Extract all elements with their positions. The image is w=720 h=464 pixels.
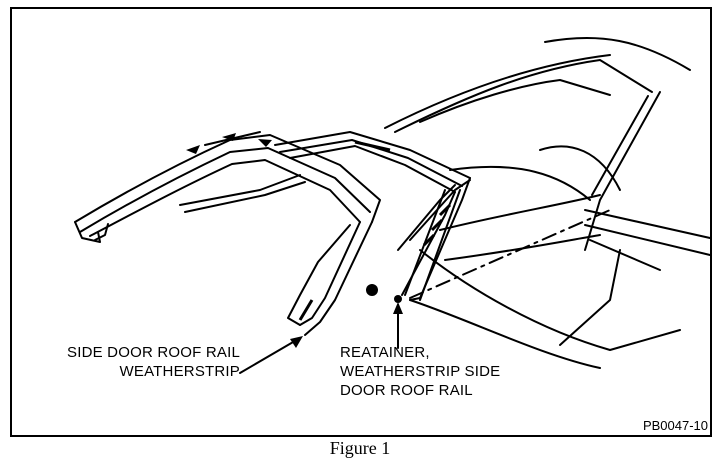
retainer-label-line-1: REATAINER,	[340, 344, 430, 361]
weatherstrip-label: SIDE DOOR ROOF RAIL WEATHERSTRIP	[30, 343, 240, 381]
fastener-screw	[366, 284, 378, 296]
weatherstrip-arrowhead	[290, 336, 303, 348]
figure-code: PB0047-10	[642, 418, 708, 433]
car-body	[384, 36, 711, 369]
figure-caption: Figure 1	[329, 438, 391, 458]
weatherstrip-arrow	[239, 337, 301, 374]
retainer-label-line-2: WEATHERSTRIP SIDE	[340, 363, 501, 380]
channel-hatching	[298, 140, 452, 321]
dashed-leader	[409, 209, 611, 299]
motion-arrow-2	[222, 133, 236, 141]
retainer-label: REATAINER, WEATHERSTRIP SIDE DOOR ROOF R…	[340, 343, 600, 400]
roof-rail-retainer	[274, 131, 471, 301]
figure-frame	[10, 7, 712, 437]
side-door-roof-rail-weatherstrip	[74, 131, 381, 336]
retainer-clip	[394, 295, 402, 303]
motion-arrow-1	[186, 145, 200, 154]
weatherstrip-label-line-2: WEATHERSTRIP	[119, 363, 240, 380]
retainer-label-line-3: DOOR ROOF RAIL	[340, 382, 473, 399]
retainer-arrowhead	[393, 302, 403, 314]
weatherstrip-label-line-1: SIDE DOOR ROOF RAIL	[67, 344, 240, 361]
motion-arrow-3	[258, 139, 272, 147]
